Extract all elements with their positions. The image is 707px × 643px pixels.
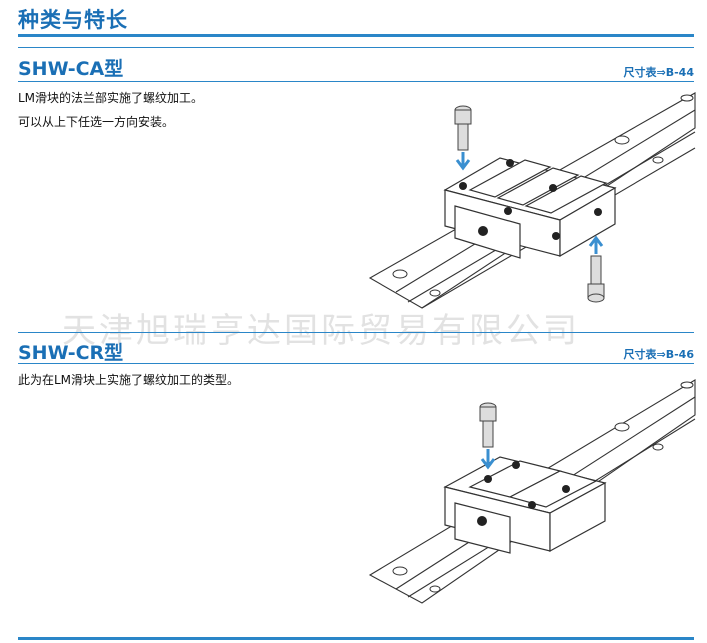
rail-holes: [392, 94, 694, 297]
description-line: 可以从上下任选一方向安装。: [18, 115, 175, 129]
section-description: 此为在LM滑块上实施了螺纹加工的类型。: [18, 368, 239, 392]
bolt-bottom-icon: [587, 255, 605, 303]
section-divider: [18, 81, 694, 82]
bolt-icon: [479, 402, 497, 448]
section-description: LM滑块的法兰部实施了螺纹加工。 可以从上下任选一方向安装。: [18, 86, 203, 134]
section-divider: [18, 363, 694, 364]
dimension-table-link[interactable]: 尺寸表⇒B-44: [623, 66, 694, 79]
section-title: SHW-CA型: [18, 58, 124, 80]
arrow-down-icon: [455, 152, 471, 171]
block-tap-holes: [477, 461, 570, 526]
description-line: LM滑块的法兰部实施了螺纹加工。: [18, 91, 204, 105]
block-tap-holes: [459, 159, 602, 240]
arrow-down-icon: [480, 449, 496, 470]
linear-guide-cr-illustration: [368, 379, 696, 604]
lm-block: [443, 157, 617, 259]
header-divider: [18, 34, 694, 37]
rail-holes: [392, 381, 694, 593]
section-divider: [18, 332, 694, 333]
description-line: 此为在LM滑块上实施了螺纹加工的类型。: [18, 373, 240, 387]
bolt-top-icon: [454, 105, 472, 151]
linear-guide-ca-illustration: [368, 92, 696, 309]
section-title: SHW-CR型: [18, 342, 124, 364]
footer-divider: [18, 637, 694, 640]
page-title: 种类与特长: [18, 8, 128, 32]
dimension-table-link[interactable]: 尺寸表⇒B-46: [623, 348, 694, 361]
section-divider: [18, 47, 694, 48]
arrow-up-icon: [588, 235, 604, 254]
lm-block: [443, 456, 607, 554]
